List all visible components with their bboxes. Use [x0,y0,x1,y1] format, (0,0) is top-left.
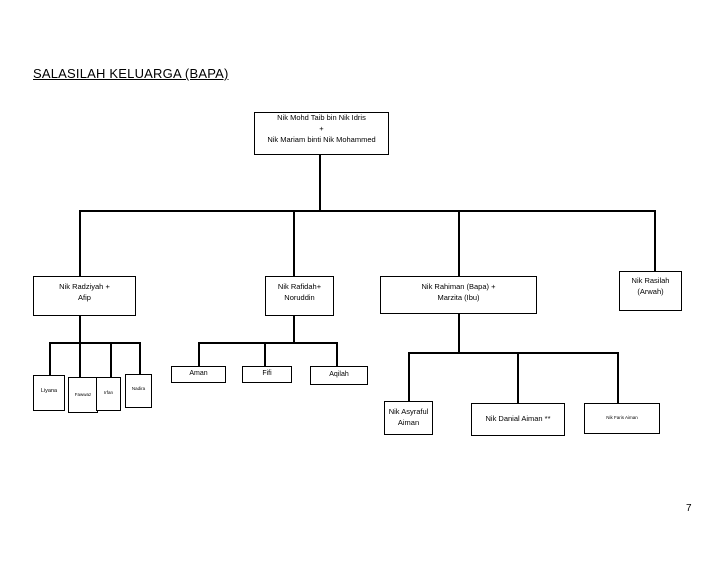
node-line: Marzita (Ibu) [437,292,480,302]
node-nadira: Nadira [125,374,152,408]
node-line: Nik Asyraful [388,407,429,416]
node-faris: Nik Faris Aiman [584,403,660,434]
node-line: Nik Mariam binti Nik Mohammed [267,134,376,144]
node-fawwaz: Fawwaz [68,377,98,413]
node-danial: Nik Danial Aiman ** [471,403,565,436]
node-line: Fifi [262,370,272,377]
node-line: Liyana [40,388,58,394]
node-line: + [319,123,324,133]
node-line: Nik Rafidah+ [277,282,322,291]
node-root: Nik Mohd Taib bin Nik Idris + Nik Mariam… [254,112,389,155]
node-irfan: Irfan [96,377,121,411]
page-number: 7 [686,503,692,514]
node-aqilah: Aqilah [310,366,368,385]
node-rasilah: Nik Rasilah (Arwah) [619,271,682,311]
node-line: Aiman [397,417,420,427]
node-aman: Aman [171,366,226,383]
node-line: Irfan [103,390,113,395]
node-line: Nik Mohd Taib bin Nik Idris [277,113,366,122]
node-line: Nik Faris Aiman [606,415,638,420]
node-line: Afip [78,292,91,302]
node-line: Fawwaz [74,392,92,397]
node-asyraful: Nik Asyraful Aiman [384,401,433,435]
node-line: Aqilah [329,371,349,378]
node-line: Aman [189,370,208,377]
node-rafidah: Nik Rafidah+ Noruddin [265,276,334,316]
node-radziyah: Nik Radziyah + Afip [33,276,136,316]
node-rahiman: Nik Rahiman (Bapa) + Marzita (Ibu) [380,276,537,314]
node-liyana: Liyana [33,375,65,411]
chart-title: SALASILAH KELUARGA (BAPA) [33,66,229,81]
node-line: Nik Rasilah [631,276,670,285]
node-line: Nadira [131,386,146,391]
node-line: Nik Radziyah + [59,282,110,291]
node-line: Nik Danial Aiman ** [485,414,551,423]
node-line: Noruddin [284,292,315,302]
node-line: (Arwah) [637,286,664,296]
node-fifi: Fifi [242,366,292,383]
node-line: Nik Rahiman (Bapa) + [421,282,496,291]
